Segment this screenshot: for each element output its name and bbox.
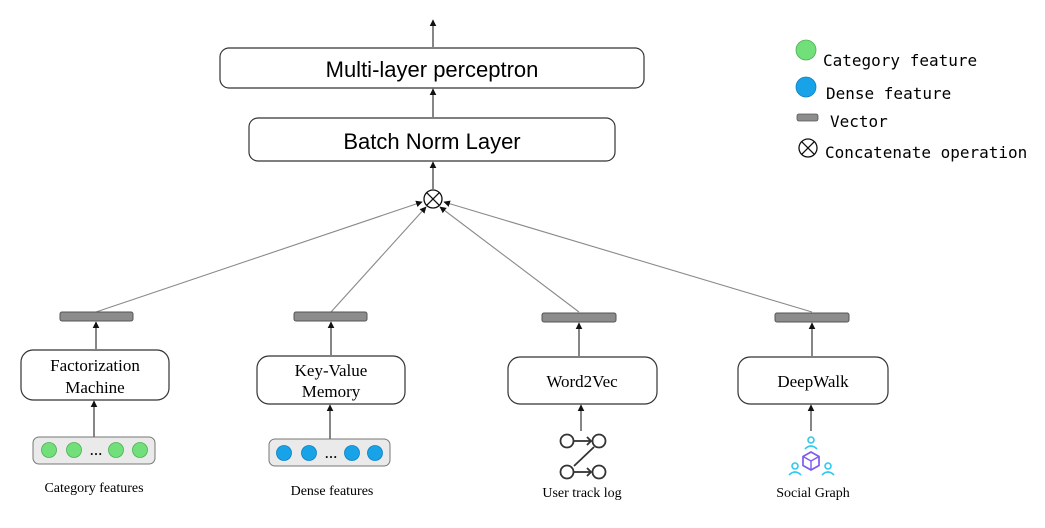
category-features-row: ... [32, 436, 156, 465]
category-dot [132, 442, 148, 458]
user-track-log-caption: User track log [542, 486, 621, 501]
vector-bar-dw [774, 312, 850, 323]
edge-w2v-to-concat [439, 206, 580, 313]
social-graph-caption: Social Graph [776, 486, 849, 501]
dense-dot [276, 445, 292, 461]
dense-dot [301, 445, 317, 461]
category-features-caption: Category features [44, 481, 143, 496]
legend-concat-label: Concatenate operation [825, 143, 1027, 162]
word2vec-box: Word2Vec [507, 356, 658, 405]
factorization-machine-box: Factorization Machine [20, 349, 170, 401]
deepwalk-box: DeepWalk [737, 356, 889, 405]
legend-vector-swatch [796, 113, 819, 122]
concat-node [423, 189, 443, 209]
category-ellipsis: ... [90, 440, 103, 459]
dense-features-caption: Dense features [291, 484, 374, 499]
edge-dw-to-concat [443, 200, 813, 313]
edge-kv-to-concat [330, 206, 427, 313]
category-dot [41, 442, 57, 458]
legend-category-label: Category feature [823, 51, 977, 70]
legend-dense-label: Dense feature [826, 84, 951, 103]
mlp-block: Multi-layer perceptron [219, 47, 645, 89]
legend: Category feature Dense feature Vector Co… [795, 39, 1027, 162]
vector-bar-w2v [541, 312, 617, 323]
category-dot [108, 442, 124, 458]
batchnorm-label: Batch Norm Layer [343, 129, 520, 154]
dw-label: DeepWalk [777, 372, 849, 391]
network-cube-icon [788, 436, 835, 476]
dense-dot [344, 445, 360, 461]
kv-label-line2: Memory [302, 382, 361, 401]
kv-label-line1: Key-Value [295, 361, 368, 380]
dense-dot [367, 445, 383, 461]
batchnorm-block: Batch Norm Layer [248, 117, 616, 162]
w2v-label: Word2Vec [546, 372, 618, 391]
legend-concat-icon [798, 138, 818, 158]
mlp-label: Multi-layer perceptron [326, 57, 539, 82]
legend-dense-swatch [795, 76, 817, 98]
vector-bar-fm [59, 311, 134, 322]
category-dot [66, 442, 82, 458]
fm-label-line2: Machine [65, 378, 124, 397]
dense-ellipsis: ... [325, 443, 338, 462]
dense-features-row: ... [268, 438, 391, 467]
fm-label-line1: Factorization [50, 356, 140, 375]
legend-category-swatch [795, 39, 817, 61]
vector-bar-kv [293, 311, 368, 322]
edge-fm-to-concat [95, 200, 423, 313]
legend-vector-label: Vector [830, 112, 888, 131]
key-value-memory-box: Key-Value Memory [256, 355, 406, 405]
path-nodes-icon [559, 433, 607, 480]
